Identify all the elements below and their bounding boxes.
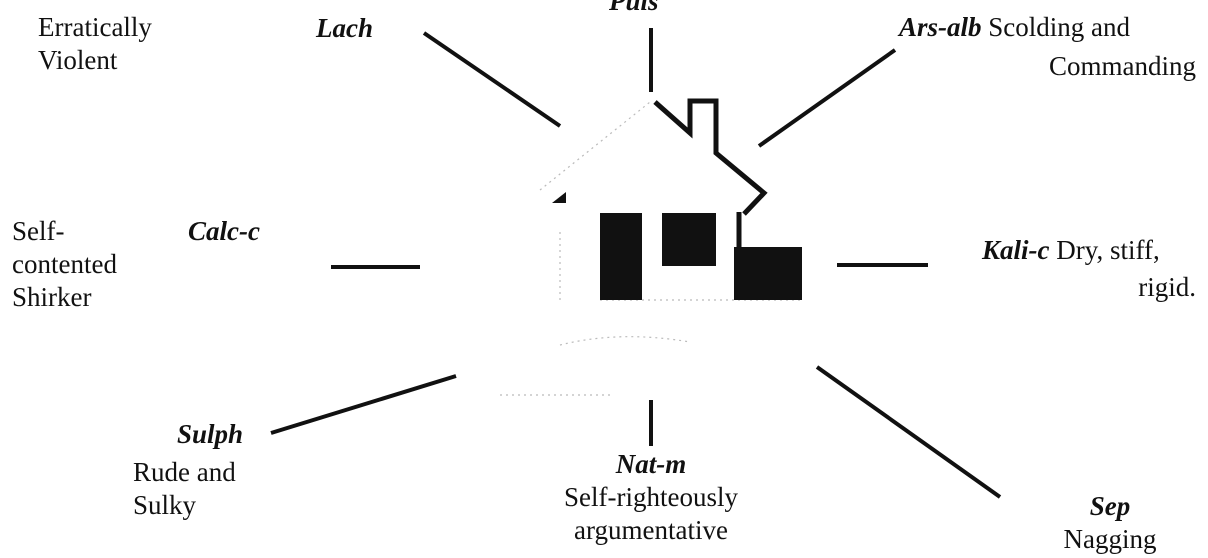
spoke-sulph <box>270 374 457 435</box>
remedy-kali-c: Kali-c Dry, stiff, <box>982 234 1160 267</box>
remedy-kali-c-description: rigid. <box>1138 271 1196 304</box>
description-line: contented <box>12 249 117 279</box>
remedy-ars-alb: Ars-alb Scolding and <box>899 11 1130 44</box>
description-line: Sulky <box>133 490 197 520</box>
description-line: Erratically <box>38 12 152 42</box>
description-line: Self-righteously <box>564 482 738 512</box>
description-line: Self- <box>12 216 65 246</box>
remedy-kali-c-abbr: Kali-c <box>982 235 1050 265</box>
description-line: argumentative <box>574 515 728 545</box>
remedy-puls: Puls <box>609 0 659 18</box>
description-line: rigid. <box>1138 272 1196 302</box>
remedy-ars-alb-description: Commanding <box>1049 50 1196 83</box>
remedy-lach-description: Erratically Violent <box>38 11 152 77</box>
description-line: Rude and <box>133 457 236 487</box>
spoke-sep <box>815 365 1002 499</box>
house-window <box>662 213 716 266</box>
description-line: Shirker <box>12 282 92 312</box>
description-line: Scolding and <box>988 12 1131 42</box>
description-line: Violent <box>38 45 118 75</box>
remedy-sep-abbr: Sep <box>1089 491 1131 521</box>
house-door <box>600 213 642 300</box>
remedy-nat-m-abbr: Nat-m <box>615 449 687 479</box>
house-roof-stub <box>552 192 566 203</box>
house-block <box>734 247 802 300</box>
remedy-nat-m: Nat-m Self-righteously argumentative <box>536 448 766 547</box>
remedy-puls-abbr: Puls <box>609 0 659 16</box>
remedy-calc-c-description: Self- contented Shirker <box>12 215 117 314</box>
remedy-calc-c-abbr: Calc-c <box>188 216 260 246</box>
description-line: Dry, stiff, <box>1056 235 1160 265</box>
remedy-ars-alb-abbr: Ars-alb <box>899 12 982 42</box>
house-icon <box>500 98 802 396</box>
remedy-sulph-abbr: Sulph <box>176 419 244 449</box>
remedy-lach-abbr: Lach <box>316 13 373 43</box>
house-roof-chimney <box>653 98 768 216</box>
description-line: Commanding <box>1049 51 1196 81</box>
remedy-sulph: Sulph <box>120 418 300 451</box>
description-line: Nagging <box>1063 524 1157 554</box>
remedy-sulph-description: Rude and Sulky <box>133 456 236 522</box>
spoke-ars-alb <box>757 48 897 148</box>
remedy-sep: Sep Nagging <box>1030 490 1190 556</box>
spoke-lach <box>422 31 562 128</box>
